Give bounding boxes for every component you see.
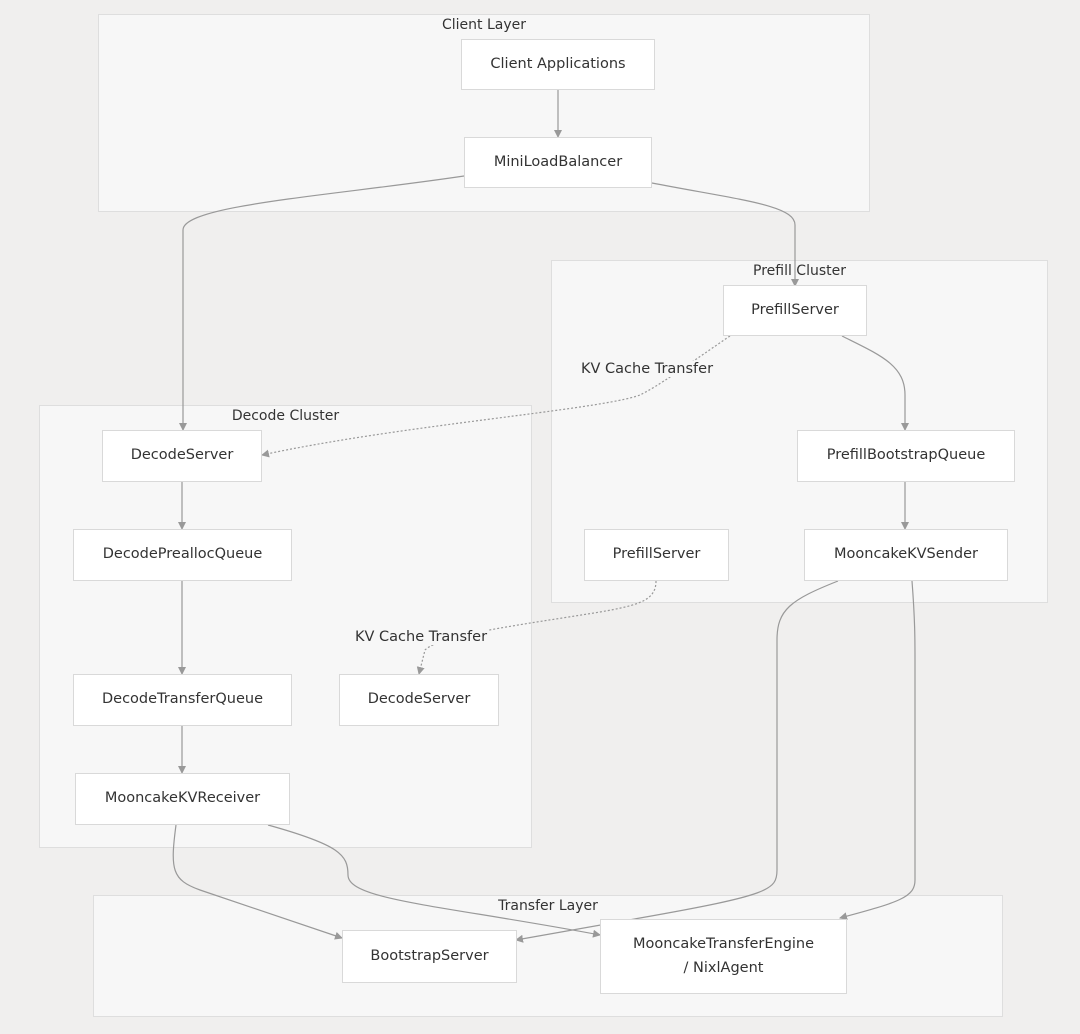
edge-lb-to-decode: [179, 175, 465, 431]
edge-receiver-to-engine: [267, 824, 601, 938]
edge-prefill-to-bootstrap-queue: [841, 335, 909, 431]
mooncake-transfer-engine-node[interactable]: MooncakeTransferEngine / NixlAgent: [600, 919, 847, 994]
decode-server-node-2[interactable]: DecodeServer: [339, 674, 499, 726]
edge-kv-transfer-2: [416, 580, 657, 675]
prefill-server-node-1[interactable]: PrefillServer: [723, 285, 867, 336]
kv-cache-transfer-label-2: KV Cache Transfer: [353, 629, 490, 645]
edge-kv-transfer-1: [261, 335, 731, 458]
mini-load-balancer-node[interactable]: MiniLoadBalancer: [464, 137, 652, 188]
kv-cache-transfer-label-1: KV Cache Transfer: [579, 361, 716, 377]
prefill-server-node-2[interactable]: PrefillServer: [584, 529, 729, 581]
mooncake-kv-sender-node[interactable]: MooncakeKVSender: [804, 529, 1008, 581]
edge-sender-to-bootstrap: [515, 580, 839, 943]
decode-transfer-queue-node[interactable]: DecodeTransferQueue: [73, 674, 292, 726]
edge-receiver-to-bootstrap: [172, 824, 343, 940]
transfer-layer-label: Transfer Layer: [498, 898, 598, 914]
decode-server-node-1[interactable]: DecodeServer: [102, 430, 262, 482]
edge-lb-to-prefill: [651, 182, 799, 287]
edge-sender-to-engine: [839, 580, 916, 921]
transfer-engine-label-line1: MooncakeTransferEngine: [632, 936, 815, 953]
bootstrap-server-node[interactable]: BootstrapServer: [342, 930, 517, 983]
decode-prealloc-queue-node[interactable]: DecodePreallocQueue: [73, 529, 292, 581]
client-layer-label: Client Layer: [441, 17, 526, 33]
prefill-cluster-label: Prefill Cluster: [753, 263, 846, 279]
transfer-engine-label-line2: / NixlAgent: [683, 959, 764, 976]
mooncake-kv-receiver-node[interactable]: MooncakeKVReceiver: [75, 773, 290, 825]
client-applications-node[interactable]: Client Applications: [461, 39, 655, 90]
prefill-bootstrap-queue-node[interactable]: PrefillBootstrapQueue: [797, 430, 1015, 482]
decode-cluster-label: Decode Cluster: [231, 408, 340, 424]
